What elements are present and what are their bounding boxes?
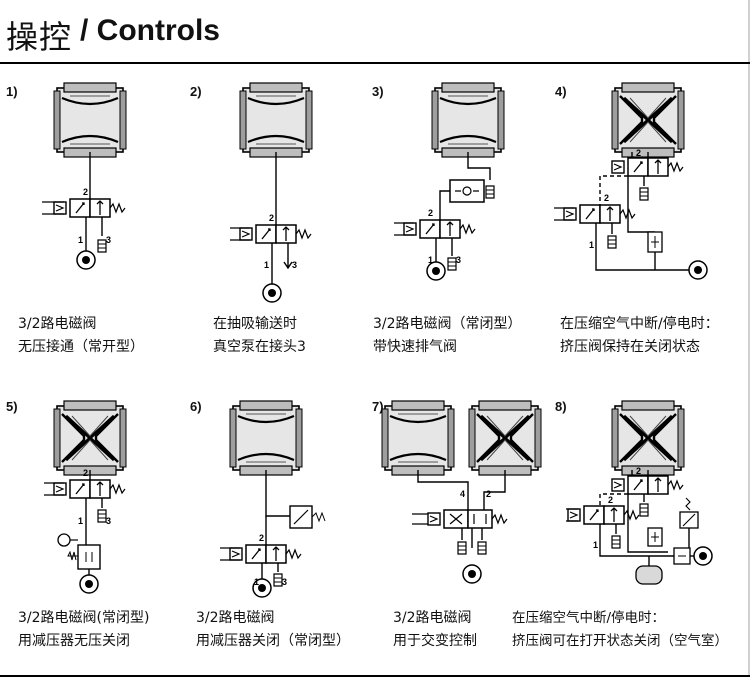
- caption-7: 3/2路电磁阀 用于交变控制: [393, 607, 477, 653]
- port-label-3: 3: [292, 260, 297, 270]
- caption-8-line-2: 挤压阀可在打开状态关闭（空气室）: [512, 633, 728, 649]
- page-title-cn: 操控: [6, 18, 73, 56]
- port-label-1: 1: [254, 577, 259, 587]
- diagram-7-schematic: 4 2: [380, 399, 543, 584]
- diagram-1-schematic: 2 1 3: [42, 81, 128, 270]
- diagram-index-7: 7): [372, 399, 384, 414]
- air-chamber: [635, 565, 663, 585]
- caption-7-line-1: 3/2路电磁阀: [393, 610, 472, 626]
- diagram-2-schematic: 2 1 3: [230, 81, 314, 303]
- caption-5: 3/2路电磁阀(常闭型) 用减压器无压关闭: [18, 607, 149, 653]
- caption-2-line-2: 真空泵在接头3: [213, 339, 306, 355]
- caption-1-line-2: 无压接通（常开型）: [18, 339, 144, 355]
- port-label-3: 3: [282, 577, 287, 587]
- pressure-gauge-icon: [57, 533, 71, 547]
- port-label-1: 1: [264, 260, 269, 270]
- port-label-2: 2: [269, 213, 274, 223]
- header-divider: [0, 62, 750, 64]
- port-label-2: 2: [604, 193, 609, 203]
- diagram-index-4: 4): [555, 84, 567, 99]
- footer-divider: [0, 675, 750, 677]
- page-title-en: / Controls: [80, 14, 220, 47]
- caption-4-line-2: 挤压阀保持在关闭状态: [560, 339, 700, 355]
- caption-7-line-2: 用于交变控制: [393, 633, 477, 649]
- diagram-4-schematic: 2 2 1: [554, 81, 708, 280]
- caption-1-line-1: 3/2路电磁阀: [18, 316, 97, 332]
- pressure-regulator: [77, 544, 101, 570]
- port-label-2: 2: [636, 148, 641, 158]
- diagram-8-schematic: 2 2 1: [566, 399, 713, 585]
- port-label-2: 2: [83, 468, 88, 478]
- port-label-3: 3: [456, 255, 461, 265]
- port-label-1: 1: [78, 516, 83, 526]
- diagram-3-schematic: 2 1 3: [394, 81, 506, 281]
- diagram-6-schematic: 2 1 3: [220, 399, 326, 598]
- diagram-index-1: 1): [6, 84, 18, 99]
- diagram-index-3: 3): [372, 84, 384, 99]
- diagram-index-6: 6): [190, 399, 202, 414]
- caption-5-line-1: 3/2路电磁阀(常闭型): [18, 610, 150, 626]
- caption-2-line-1: 在抽吸输送时: [213, 316, 297, 332]
- port-label-3: 3: [106, 235, 111, 245]
- port-label-2: 2: [636, 466, 641, 476]
- caption-5-line-2: 用减压器无压关闭: [18, 633, 130, 649]
- port-label-2: 2: [83, 187, 88, 197]
- caption-6: 3/2路电磁阀 用减压器关闭（常闭型）: [196, 607, 350, 653]
- port-label-4: 4: [460, 489, 465, 499]
- port-label-2: 2: [259, 533, 264, 543]
- port-label-1: 1: [589, 240, 594, 250]
- right-border: [748, 0, 750, 677]
- diagram-5-schematic: 2 1 3: [44, 399, 128, 594]
- diagram-index-5: 5): [6, 399, 18, 414]
- caption-6-line-2: 用减压器关闭（常闭型）: [196, 633, 350, 649]
- port-label-2: 2: [608, 495, 613, 505]
- port-label-3: 3: [106, 516, 111, 526]
- port-label-2: 2: [486, 489, 491, 499]
- port-label-1: 1: [428, 255, 433, 265]
- port-label-1: 1: [593, 540, 598, 550]
- diagram-index-2: 2): [190, 84, 202, 99]
- port-label-1: 1: [78, 235, 83, 245]
- caption-6-line-1: 3/2路电磁阀: [196, 610, 275, 626]
- port-label-2: 2: [428, 208, 433, 218]
- diagram-index-8: 8): [555, 399, 567, 414]
- caption-4: 在压缩空气中断/停电时： 挤压阀保持在关闭状态: [560, 313, 719, 359]
- caption-4-line-1: 在压缩空气中断/停电时：: [560, 316, 719, 332]
- caption-3-line-2: 带快速排气阀: [373, 339, 457, 355]
- caption-2: 在抽吸输送时 真空泵在接头3: [213, 313, 306, 359]
- caption-8-line-1: 在压缩空气中断/停电时：: [512, 610, 666, 626]
- caption-8: 在压缩空气中断/停电时： 挤压阀可在打开状态关闭（空气室）: [512, 607, 728, 653]
- caption-3: 3/2路电磁阀（常闭型） 带快速排气阀: [373, 313, 522, 359]
- caption-3-line-1: 3/2路电磁阀（常闭型）: [373, 316, 522, 332]
- caption-1: 3/2路电磁阀 无压接通（常开型）: [18, 313, 144, 359]
